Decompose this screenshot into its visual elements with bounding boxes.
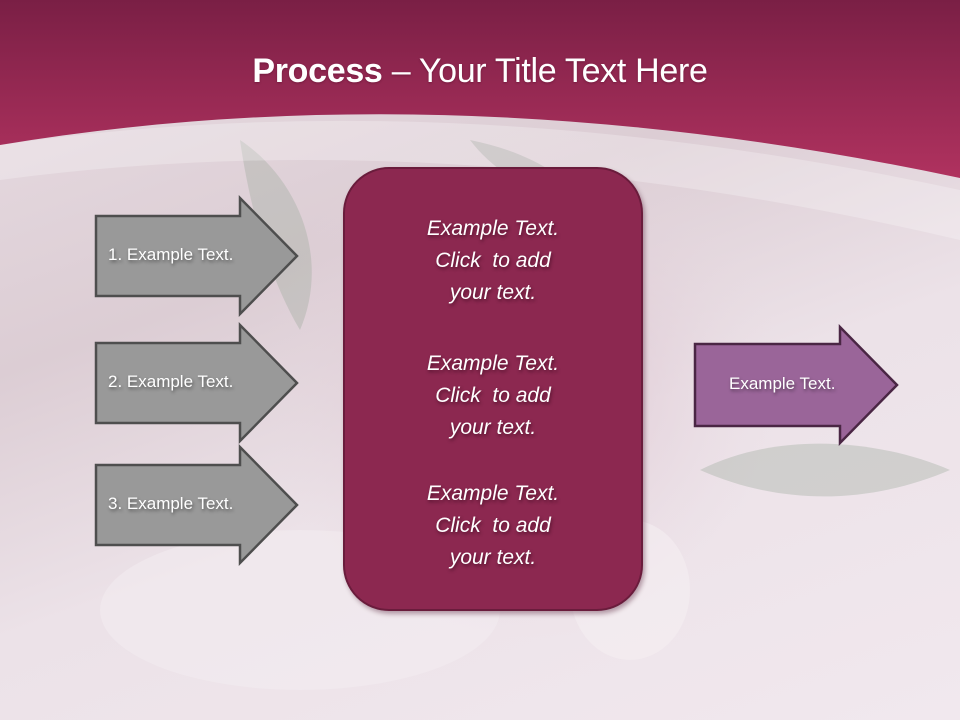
- arrow-right-icon: [693, 323, 899, 447]
- block-line: Example Text.: [426, 482, 560, 505]
- input-arrow-1-label: 1. Example Text.: [108, 245, 234, 264]
- arrow-right-icon: [94, 443, 299, 567]
- block-line: your text.: [449, 281, 537, 304]
- block-line: Click to add: [435, 249, 551, 272]
- output-arrow-label: Example Text.: [729, 374, 836, 393]
- output-arrow[interactable]: Example Text.: [693, 323, 899, 447]
- process-text-block-3[interactable]: Example Text. Click to add your text.: [345, 478, 641, 574]
- process-box[interactable]: Example Text. Click to add your text. Ex…: [343, 167, 643, 611]
- block-line: Example Text.: [426, 352, 560, 375]
- input-arrow-2[interactable]: 2. Example Text.: [94, 321, 299, 445]
- block-line: your text.: [449, 416, 537, 439]
- title-rest: – Your Title Text Here: [382, 52, 708, 90]
- process-text-block-1[interactable]: Example Text. Click to add your text.: [345, 213, 641, 309]
- input-arrow-3-label: 3. Example Text.: [108, 494, 234, 513]
- input-arrow-2-label: 2. Example Text.: [108, 372, 234, 391]
- arrow-right-icon: [94, 194, 299, 318]
- block-line: Click to add: [435, 384, 551, 407]
- block-line: Click to add: [435, 514, 551, 537]
- slide-title: Process – Your Title Text Here: [0, 52, 960, 91]
- title-bold: Process: [252, 52, 383, 90]
- process-text-block-2[interactable]: Example Text. Click to add your text.: [345, 348, 641, 444]
- arrow-right-icon: [94, 321, 299, 445]
- input-arrow-3[interactable]: 3. Example Text.: [94, 443, 299, 567]
- block-line: Example Text.: [426, 217, 560, 240]
- input-arrow-1[interactable]: 1. Example Text.: [94, 194, 299, 318]
- block-line: your text.: [449, 546, 537, 569]
